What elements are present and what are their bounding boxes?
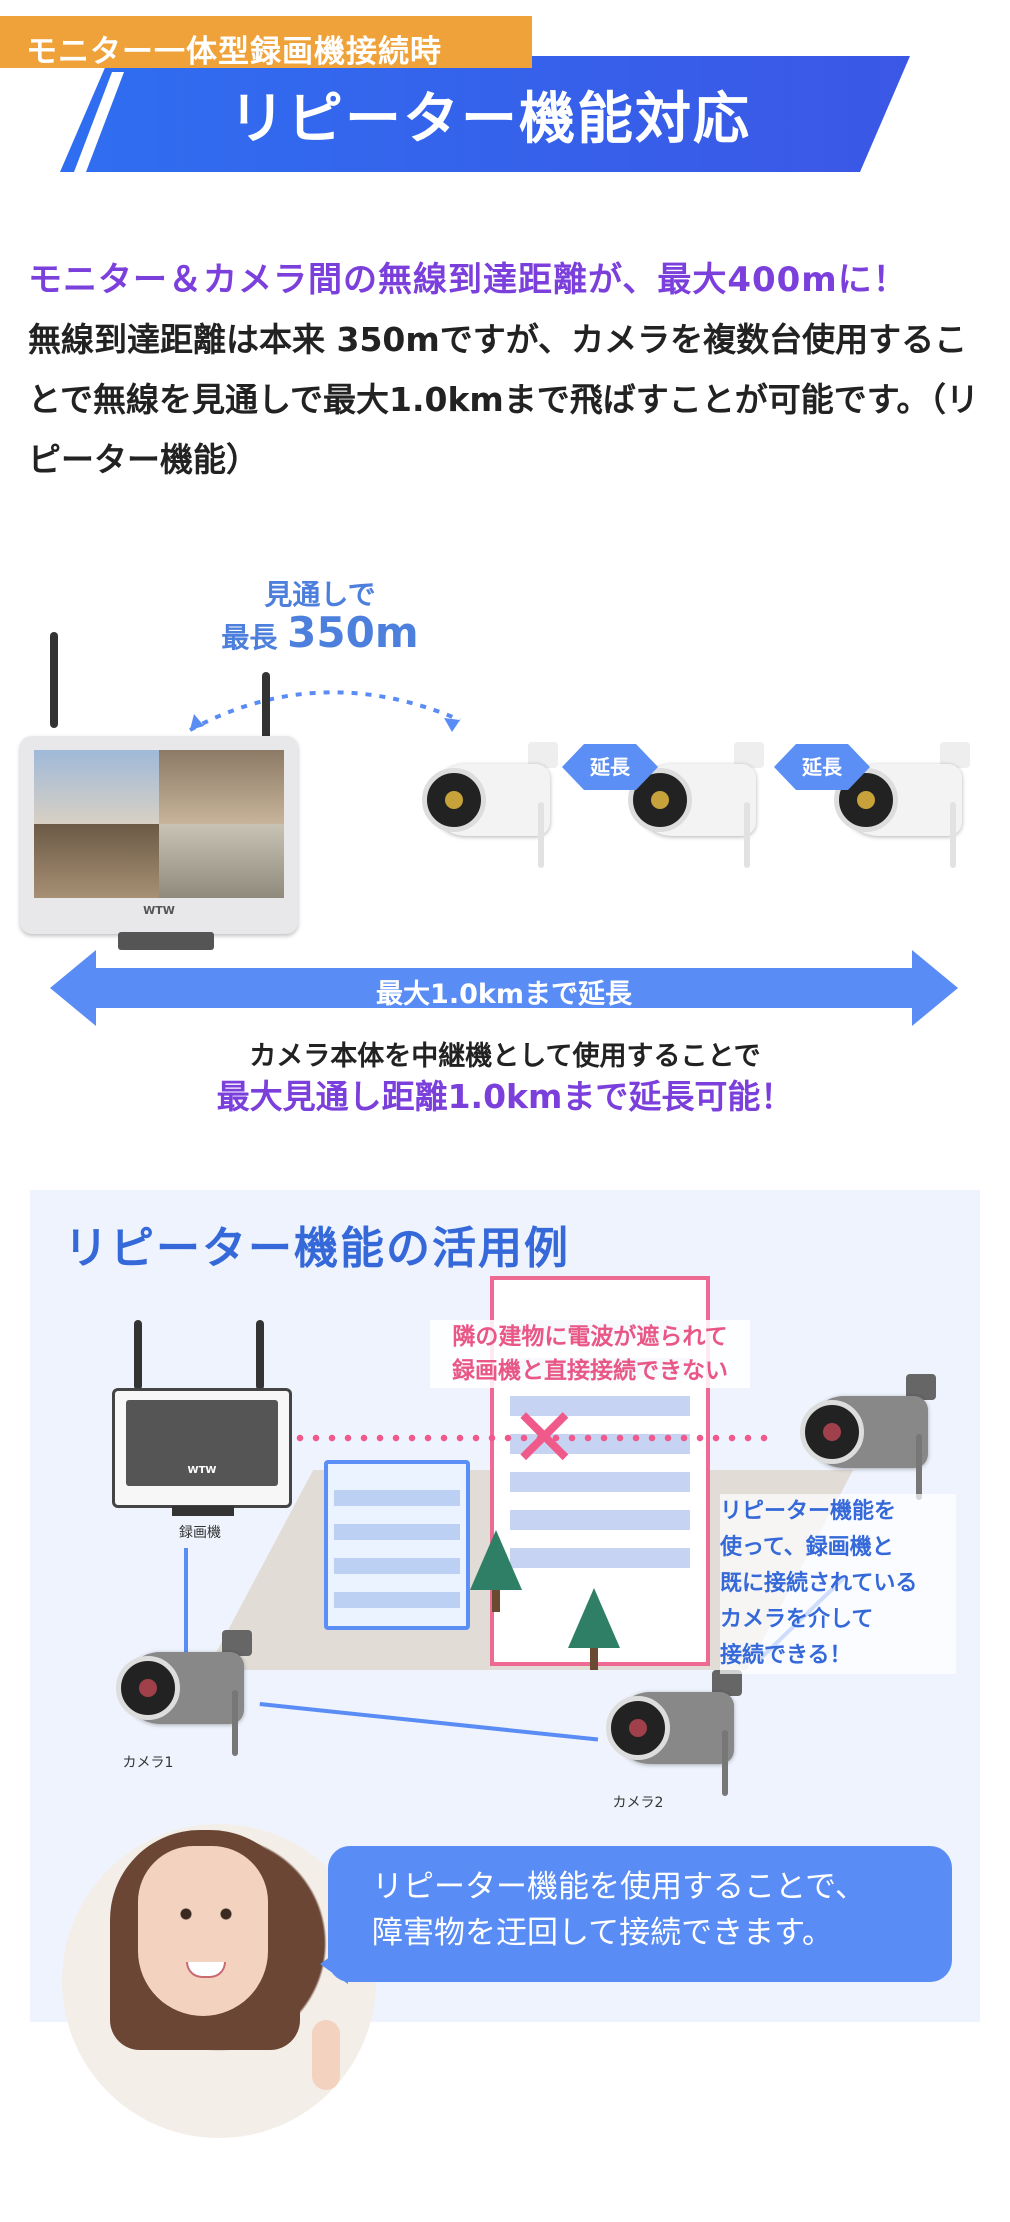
note-line: 使って、録画機と — [720, 1535, 894, 1560]
camera1-label: カメラ1 — [122, 1755, 174, 1771]
recorder-brand: WTW — [187, 1465, 217, 1476]
example-title: リピーター機能の活用例 — [64, 1223, 570, 1274]
monitor-brand: WTW — [143, 904, 175, 917]
tree-trunk — [590, 1648, 598, 1670]
warning-line2: 録画機と直接接続できない — [452, 1358, 728, 1384]
blocked-warning: 隣の建物に電波が遮られて 録画機と直接接続できない — [430, 1320, 750, 1388]
note-line: 接続できる！ — [720, 1643, 852, 1668]
note-line: リピーター機能を — [720, 1499, 897, 1524]
extend-badge-2: 延長 — [774, 744, 870, 790]
tree-icon — [568, 1588, 620, 1648]
page-title: リピーター機能対応 — [229, 87, 751, 152]
monitor-stand — [118, 932, 214, 950]
repeater-note: リピーター機能を 使って、録画機と 既に接続されている カメラを介して 接続でき… — [720, 1494, 956, 1674]
recorder-label: 録画機 — [179, 1525, 221, 1541]
sight-distance-label: 見通しで 最長 350m — [210, 576, 430, 657]
camera-image-1 — [410, 742, 560, 868]
bubble-line2: 障害物を迂回して接続できます。 — [372, 1915, 833, 1951]
warning-line1: 隣の建物に電波が遮られて — [452, 1324, 728, 1350]
sight-distance: 350m — [287, 608, 419, 657]
camera3-icon — [788, 1374, 938, 1500]
recorder-screen — [126, 1400, 278, 1486]
blocked-signal-line — [292, 1434, 772, 1442]
pointing-hand — [312, 2020, 340, 2090]
section-tag: モニター一体型録画機接続時 — [0, 16, 532, 70]
x-mark-icon: ✕ — [510, 1391, 579, 1486]
body-text: 無線到達距離は本来 350mですが、カメラを複数台使用することで無線を見通しで最… — [28, 320, 980, 479]
camera2-icon — [594, 1670, 744, 1796]
woman-face — [138, 1846, 268, 2016]
tree-icon — [470, 1530, 522, 1590]
note-line: 既に接続されている — [720, 1571, 918, 1596]
sight-prefix: 最長 — [221, 621, 278, 654]
tree-trunk — [492, 1590, 500, 1612]
sight-line1: 見通しで — [264, 578, 376, 611]
caption-line2: 最大見通し距離1.0kmまで延長可能！ — [216, 1077, 794, 1116]
recorder-camera1-link — [184, 1548, 188, 1652]
caption-line1: カメラ本体を中継機として使用することで — [249, 1041, 761, 1072]
sight-line2: 最長 350m — [210, 612, 430, 657]
speech-bubble: リピーター機能を使用することで、 障害物を迂回して接続できます。 — [328, 1846, 952, 1982]
recorder-antenna — [256, 1320, 264, 1390]
bubble-line1: リピーター機能を使用することで、 — [372, 1869, 866, 1905]
recorder-stand — [172, 1506, 234, 1516]
lead-text: モニター＆カメラ間の無線到達距離が、最大400mに！ — [28, 260, 908, 300]
camera1-icon — [104, 1630, 254, 1756]
recorder-antenna — [134, 1320, 142, 1390]
woman-eyes — [166, 1908, 246, 1920]
range-arrow-label: 最大1.0kmまで延長 — [376, 979, 632, 1010]
antenna-right — [262, 672, 270, 742]
monitor-screen — [34, 750, 284, 898]
dotted-arc — [189, 690, 461, 732]
camera2-label: カメラ2 — [612, 1795, 664, 1811]
small-building-windows — [334, 1490, 460, 1610]
antenna-left — [50, 632, 58, 728]
note-line: カメラを介して — [720, 1607, 874, 1632]
extend-badge-1: 延長 — [562, 744, 658, 790]
title-banner — [60, 56, 910, 172]
